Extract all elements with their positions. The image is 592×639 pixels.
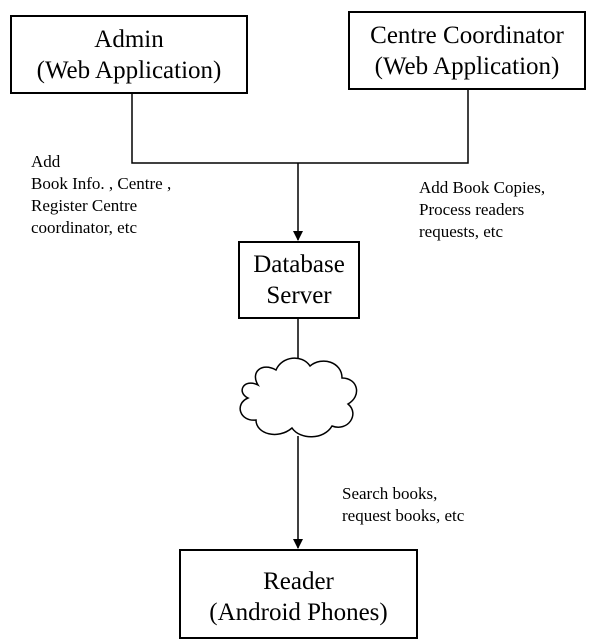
- admin-subtitle: (Web Application): [36, 56, 222, 84]
- admin-edge-label-line: Book Info. , Centre ,: [31, 174, 172, 193]
- cc-edge-label-line: Add Book Copies,: [419, 178, 546, 197]
- centre-coordinator-node: Centre Coordinator (Web Application): [348, 11, 586, 90]
- database-server-line2: Server: [266, 282, 332, 309]
- reader-subtitle: (Android Phones): [209, 599, 388, 626]
- reader-title: Reader: [263, 568, 334, 595]
- database-server-line1: Database: [253, 251, 345, 278]
- admin-edge-label-line: Register Centre: [31, 196, 138, 215]
- cc-edge-label-line: Process readers: [419, 200, 525, 219]
- centre-coordinator-title: Centre Coordinator: [370, 21, 564, 49]
- admin-edge-label-line: Add: [31, 152, 61, 171]
- admin-edge-label-line: coordinator, etc: [31, 218, 137, 237]
- centre-coordinator-edge-label: Add Book Copies, Process readers request…: [419, 177, 545, 243]
- reader-edge-label: Search books, request books, etc: [342, 483, 464, 527]
- cloud-icon: [239, 357, 358, 438]
- database-server-node: Database Server: [238, 241, 360, 319]
- admin-edge-label: Add Book Info. , Centre , Register Centr…: [31, 151, 171, 239]
- reader-node: Reader (Android Phones): [179, 549, 418, 639]
- admin-node: Admin (Web Application): [10, 15, 248, 94]
- cc-edge-label-line: requests, etc: [419, 222, 504, 241]
- reader-edge-label-line: request books, etc: [342, 506, 465, 525]
- centre-coordinator-connector: [298, 90, 469, 164]
- admin-title: Admin: [94, 25, 164, 53]
- centre-coordinator-subtitle: (Web Application): [374, 52, 560, 80]
- admin-connector: [131, 94, 298, 164]
- reader-edge-label-line: Search books,: [342, 484, 438, 503]
